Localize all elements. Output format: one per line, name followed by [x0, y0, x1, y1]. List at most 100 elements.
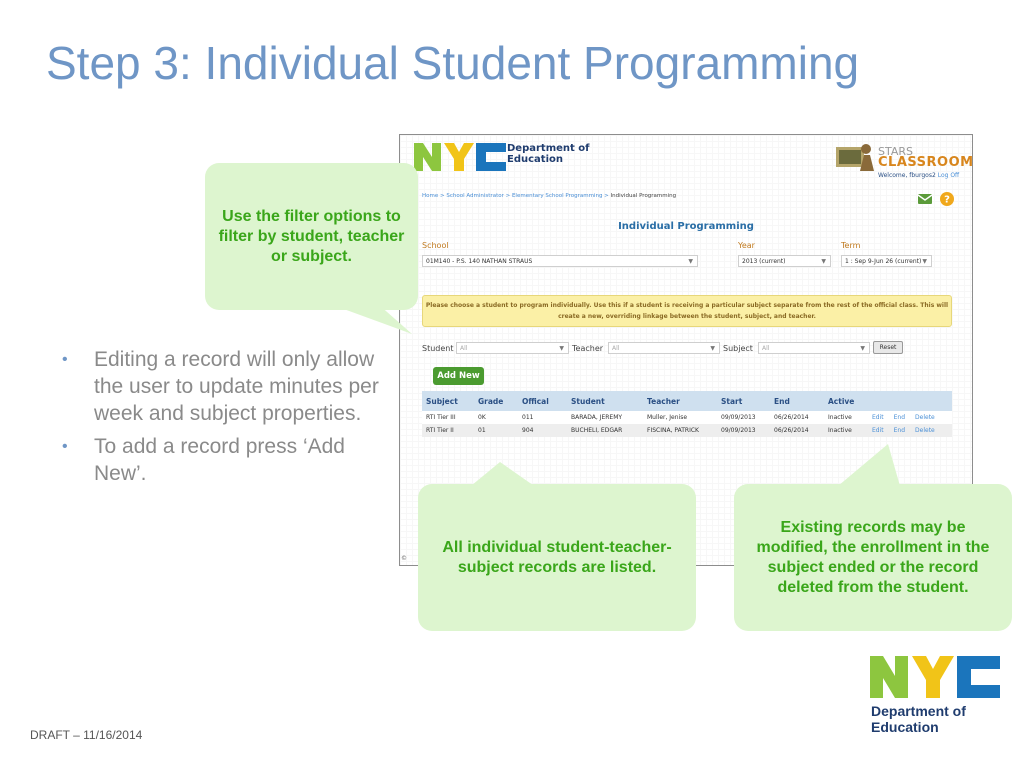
cell-official: 904: [518, 424, 567, 437]
end-link[interactable]: End: [893, 414, 906, 421]
delete-link[interactable]: Delete: [915, 414, 935, 421]
column-header: [868, 391, 952, 411]
column-header[interactable]: Active: [824, 391, 868, 411]
student-filter-label: Student: [422, 344, 454, 353]
dept-line1: Department of: [507, 143, 590, 154]
cell-teacher: FISCINA, PATRICK: [643, 424, 717, 437]
cell-actions: Edit End Delete: [868, 424, 952, 437]
term-value: 1 : Sep 9-Jun 26 (current): [845, 258, 922, 265]
records-table: Subject Grade Offical Student Teacher St…: [422, 391, 952, 437]
dropdown-arrow-icon: ▼: [559, 345, 564, 352]
dropdown-arrow-icon: ▼: [922, 258, 927, 265]
cell-end: 06/26/2014: [770, 424, 824, 437]
svg-text:?: ?: [944, 195, 950, 206]
logoff-link[interactable]: Log Off: [937, 172, 960, 179]
draft-date: DRAFT – 11/16/2014: [30, 728, 143, 742]
slide-title: Step 3: Individual Student Programming: [46, 37, 860, 89]
filter-callout: Use the filter options to filter by stud…: [205, 163, 418, 310]
toolbar-icons: ?: [917, 192, 954, 206]
cell-active: Inactive: [824, 411, 868, 424]
school-select[interactable]: 01M140 - P.S. 140 NATHAN STRAUS ▼: [422, 255, 698, 267]
cell-end: 06/26/2014: [770, 411, 824, 424]
mail-icon[interactable]: [917, 194, 933, 204]
subject-filter-input[interactable]: All ▼: [758, 342, 870, 354]
cell-student: BUCHELI, EDGAR: [567, 424, 643, 437]
breadcrumb-current: Individual Programming: [610, 193, 677, 199]
table-row: RTI Tier II 01 904 BUCHELI, EDGAR FISCIN…: [422, 424, 952, 437]
year-label: Year: [738, 241, 755, 250]
welcome-user: Welcome, fburgos2: [878, 172, 936, 179]
stars-classroom-logo-icon: [836, 144, 874, 171]
bullet-icon: •: [62, 351, 68, 368]
cell-teacher: Muller, Jenise: [643, 411, 717, 424]
cell-start: 09/09/2013: [717, 424, 770, 437]
bullet-list: • Editing a record will only allow the us…: [62, 346, 382, 493]
year-select[interactable]: 2013 (current) ▼: [738, 255, 831, 267]
dropdown-arrow-icon: ▼: [688, 258, 693, 265]
table-row: RTI Tier III 0K 011 BARADA, JEREMY Mulle…: [422, 411, 952, 424]
teacher-filter-label: Teacher: [572, 344, 604, 353]
dept-line2: Education: [507, 154, 563, 165]
dropdown-arrow-icon: ▼: [821, 258, 826, 265]
cell-grade: 0K: [474, 411, 518, 424]
bullet-item: • Editing a record will only allow the us…: [62, 346, 382, 427]
column-header[interactable]: Offical: [518, 391, 567, 411]
term-label: Term: [841, 241, 861, 250]
page-heading: Individual Programming: [618, 221, 754, 232]
cell-subject: RTI Tier III: [422, 411, 474, 424]
reset-button[interactable]: Reset: [873, 341, 903, 354]
cell-start: 09/09/2013: [717, 411, 770, 424]
cell-student: BARADA, JEREMY: [567, 411, 643, 424]
bullet-text: To add a record press ‘Add New’.: [94, 435, 345, 485]
teacher-filter-placeholder: All: [612, 345, 620, 352]
dropdown-arrow-icon: ▼: [710, 345, 715, 352]
column-header[interactable]: Subject: [422, 391, 474, 411]
dept-line2: Education: [871, 719, 939, 735]
subject-filter-placeholder: All: [762, 345, 770, 352]
table-header-row: Subject Grade Offical Student Teacher St…: [422, 391, 952, 411]
nyc-logo-icon: [870, 656, 1000, 698]
dept-logo-text: Department of Education: [871, 703, 966, 735]
copyright-mark: ©: [401, 555, 407, 562]
breadcrumb-links[interactable]: Home > School Administrator > Elementary…: [422, 193, 609, 199]
edit-link[interactable]: Edit: [872, 414, 884, 421]
subject-filter-label: Subject: [723, 344, 753, 353]
cell-actions: Edit End Delete: [868, 411, 952, 424]
cell-subject: RTI Tier II: [422, 424, 474, 437]
dropdown-arrow-icon: ▼: [860, 345, 865, 352]
column-header[interactable]: Grade: [474, 391, 518, 411]
end-link[interactable]: End: [893, 427, 906, 434]
school-value: 01M140 - P.S. 140 NATHAN STRAUS: [426, 258, 533, 265]
column-header[interactable]: Start: [717, 391, 770, 411]
column-header[interactable]: Teacher: [643, 391, 717, 411]
column-header[interactable]: Student: [567, 391, 643, 411]
add-new-button[interactable]: Add New: [433, 367, 484, 385]
cell-official: 011: [518, 411, 567, 424]
school-label: School: [422, 241, 449, 250]
delete-link[interactable]: Delete: [915, 427, 935, 434]
cell-active: Inactive: [824, 424, 868, 437]
year-value: 2013 (current): [742, 258, 786, 265]
student-filter-placeholder: All: [460, 345, 468, 352]
help-icon[interactable]: ?: [940, 192, 954, 206]
records-listed-callout: All individual student-teacher-subject r…: [418, 484, 696, 631]
term-select[interactable]: 1 : Sep 9-Jun 26 (current) ▼: [841, 255, 932, 267]
bullet-icon: •: [62, 438, 68, 455]
existing-records-callout: Existing records may be modified, the en…: [734, 484, 1012, 631]
cell-grade: 01: [474, 424, 518, 437]
breadcrumb: Home > School Administrator > Elementary…: [422, 193, 676, 199]
column-header[interactable]: End: [770, 391, 824, 411]
info-notice: Please choose a student to program indiv…: [422, 295, 952, 327]
student-filter-input[interactable]: All ▼: [456, 342, 569, 354]
edit-link[interactable]: Edit: [872, 427, 884, 434]
dept-name: Department of Education: [507, 143, 590, 165]
classroom-label: CLASSROOM: [878, 155, 973, 170]
bullet-item: • To add a record press ‘Add New’.: [62, 433, 382, 487]
nyc-logo-icon: [414, 143, 506, 171]
teacher-filter-input[interactable]: All ▼: [608, 342, 720, 354]
welcome-text: Welcome, fburgos2 Log Off: [878, 172, 959, 179]
stars-label: STARS: [878, 145, 913, 158]
bullet-text: Editing a record will only allow the use…: [94, 348, 379, 425]
dept-line1: Department of: [871, 703, 966, 719]
